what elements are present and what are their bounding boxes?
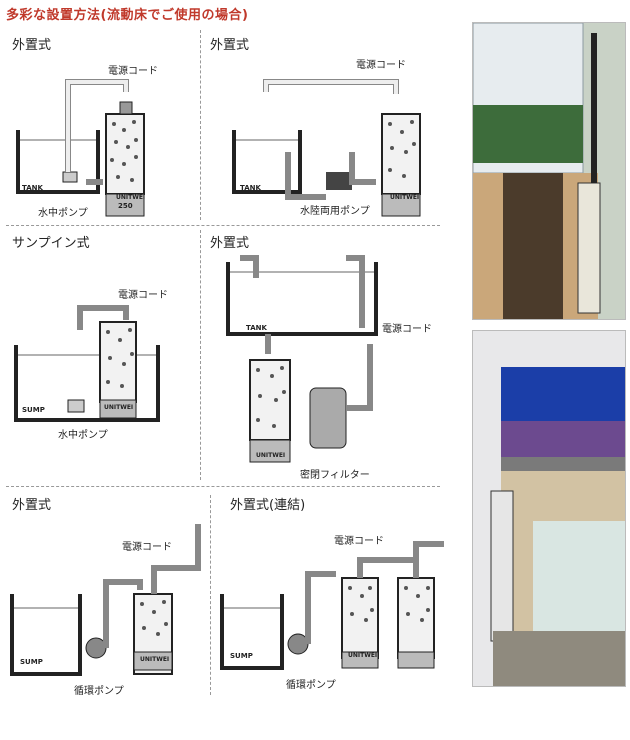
panel-external-linked: 外置式(連結) 電源コード 循環ポンプ SUMP UNITWEI bbox=[216, 492, 446, 712]
panel-title: 外置式 bbox=[12, 38, 52, 53]
panel-external-1: 外置式 電源コード 水中ポンプ TANK UNITWEI 250 bbox=[8, 32, 198, 222]
panel-1-diagram bbox=[16, 79, 145, 217]
divider-h2 bbox=[6, 486, 440, 487]
panel-title: 外置式 bbox=[210, 236, 250, 251]
tag-unit: UNITWEI bbox=[104, 404, 134, 411]
tag-tank: TANK bbox=[246, 324, 267, 332]
photo-aquarium-2-graphic bbox=[473, 331, 625, 686]
tag-tank: TANK bbox=[240, 184, 261, 192]
divider-h1 bbox=[6, 225, 440, 226]
panel-sump-in: サンプイン式 電源コード 水中ポンプ SUMP UNITWEI bbox=[8, 230, 198, 480]
photo-aquarium-1-graphic bbox=[473, 23, 625, 319]
divider-v2 bbox=[200, 230, 201, 480]
tag-unit: UNITWEI bbox=[256, 452, 286, 459]
label-pump: 循環ポンプ bbox=[74, 686, 124, 697]
label-pump: 水中ポンプ bbox=[38, 208, 88, 219]
panel-3-diagram bbox=[14, 305, 160, 422]
tag-sump: SUMP bbox=[230, 652, 253, 660]
page-title: 多彩な設置方法(流動床でご使用の場合) bbox=[6, 8, 249, 23]
label-pump: 水中ポンプ bbox=[58, 430, 108, 441]
tag-unit: UNITWEI bbox=[140, 656, 170, 663]
photo-aquarium-1 bbox=[472, 22, 626, 320]
tag-model: 250 bbox=[118, 202, 133, 210]
label-pump: 水陸両用ポンプ bbox=[300, 206, 370, 217]
panel-external-2: 外置式 電源コード 水陸両用ポンプ TANK UNITWEI bbox=[206, 32, 440, 222]
label-power-cord: 電源コード bbox=[108, 66, 158, 77]
panel-external-3: 外置式 電源コード 密閉フィルター TANK UNITWEI bbox=[206, 230, 440, 481]
label-power-cord: 電源コード bbox=[334, 536, 384, 547]
panel-title: 外置式 bbox=[210, 38, 250, 53]
label-filter: 密閉フィルター bbox=[300, 470, 370, 481]
panel-title: サンプイン式 bbox=[12, 236, 90, 251]
panel-4-diagram bbox=[226, 255, 378, 463]
divider-v1 bbox=[200, 30, 201, 220]
tag-unit: UNITWEI bbox=[348, 652, 378, 659]
tag-unit: UNITWEI bbox=[116, 194, 146, 201]
panel-6-diagram bbox=[220, 541, 444, 670]
panel-title: 外置式 bbox=[12, 498, 52, 513]
label-pump: 循環ポンプ bbox=[286, 680, 336, 691]
label-power-cord: 電源コード bbox=[122, 542, 172, 553]
panel-5-diagram bbox=[10, 524, 201, 676]
divider-v3 bbox=[210, 495, 211, 695]
photo-aquarium-2 bbox=[472, 330, 626, 687]
tag-tank: TANK bbox=[22, 184, 43, 192]
panel-2-diagram bbox=[232, 79, 421, 217]
label-power-cord: 電源コード bbox=[382, 324, 432, 335]
label-power-cord: 電源コード bbox=[118, 290, 168, 301]
tag-sump: SUMP bbox=[20, 658, 43, 666]
panel-title: 外置式(連結) bbox=[230, 498, 306, 513]
label-power-cord: 電源コード bbox=[356, 60, 406, 71]
tag-unit: UNITWEI bbox=[390, 194, 420, 201]
tag-sump: SUMP bbox=[22, 406, 45, 414]
panel-external-4: 外置式 電源コード 循環ポンプ SUMP UNITWEI bbox=[8, 492, 208, 712]
